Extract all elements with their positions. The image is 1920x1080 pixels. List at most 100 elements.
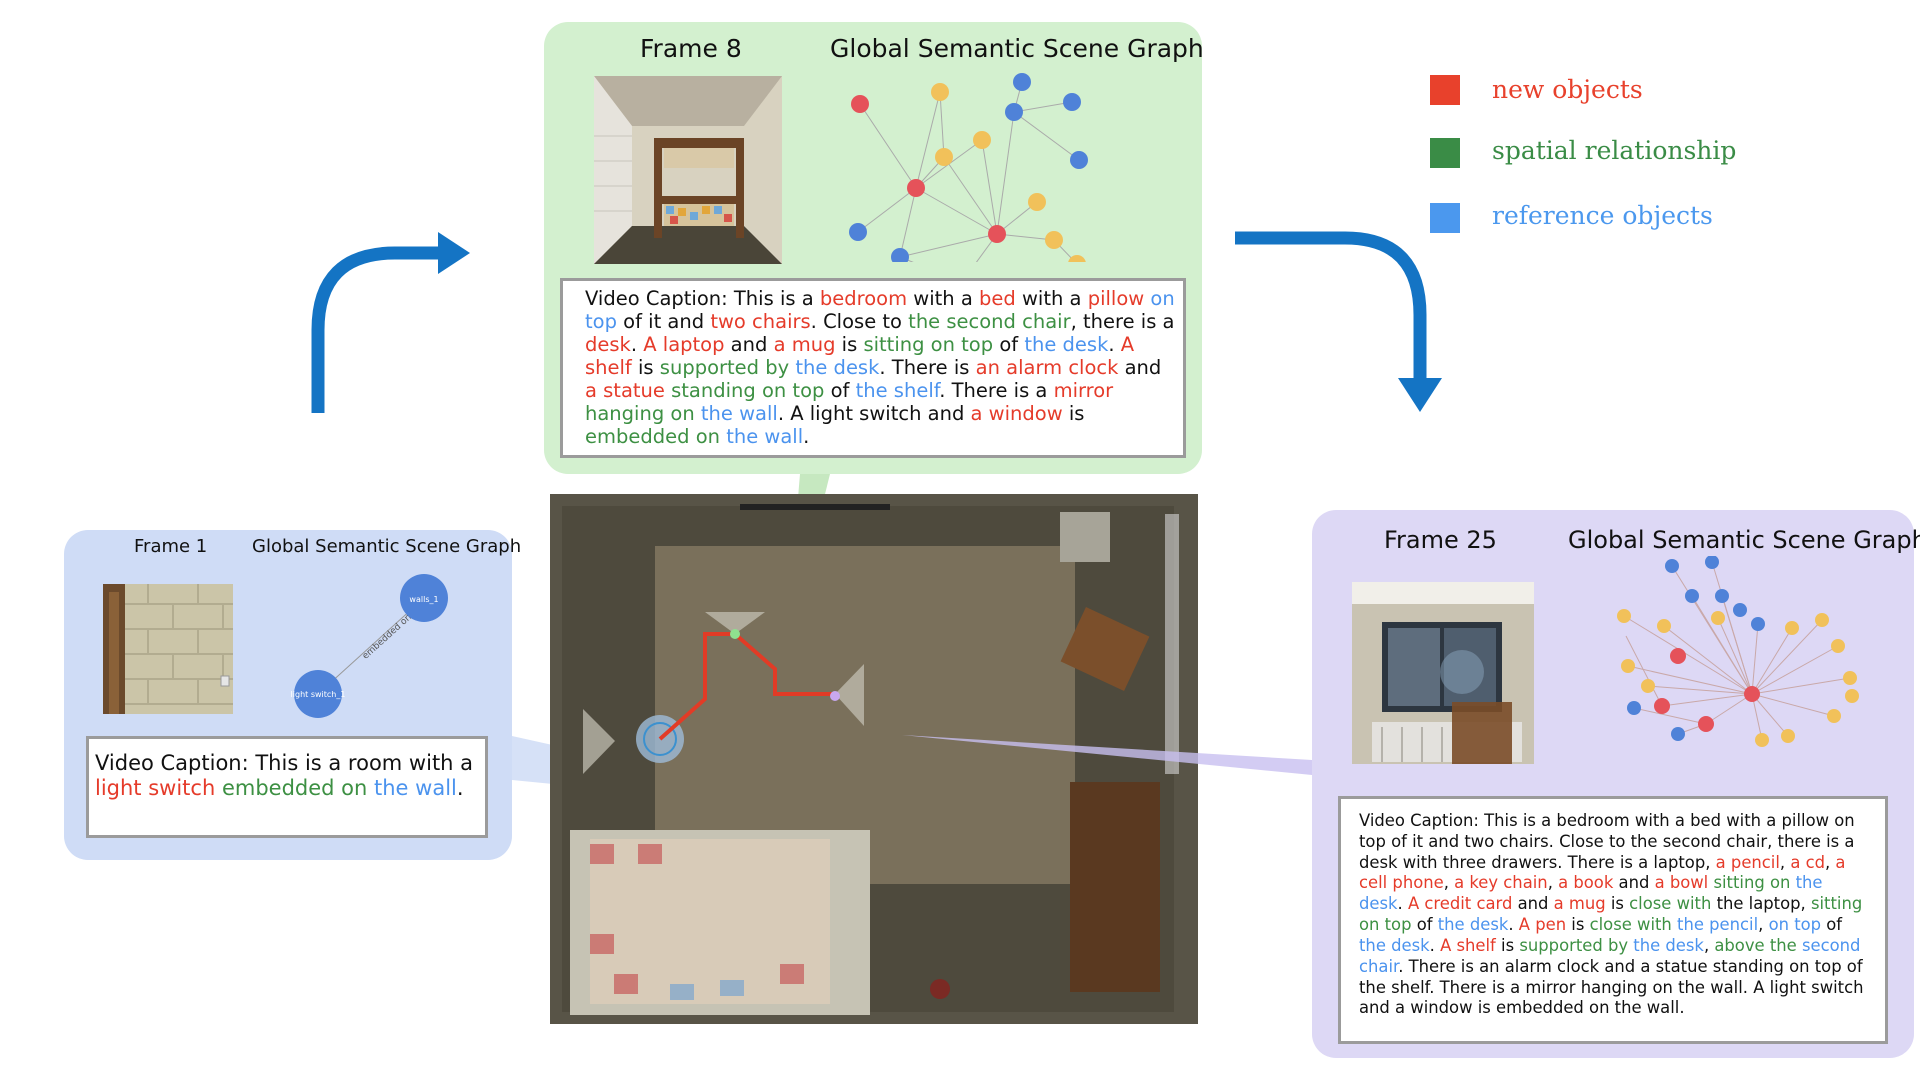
caption-segment: the desk [1359,935,1430,955]
graph-node [1068,255,1086,262]
graph-node-label-walls: walls_1 [409,595,438,604]
caption-segment: . There is an alarm clock and a statue s… [1359,956,1864,1018]
caption-segment: , [1779,852,1791,872]
caption-segment: mirror [1053,379,1114,402]
caption-segment: is [1062,402,1085,425]
caption-reference: the wall [374,775,457,800]
camera-view-cone [705,612,765,634]
legend-label-spatial-relationship: spatial relationship [1492,136,1737,165]
frame8-caption-box: Video Caption: This is a bedroom with a … [560,278,1186,458]
graph-node [1617,609,1631,623]
chair [1060,607,1150,691]
graph-node [973,131,991,149]
caption-segment: , [1547,873,1559,893]
caption-segment: close with [1629,894,1712,914]
caption-segment: A laptop [643,333,725,356]
graph-node [1685,589,1699,603]
graph-node [1733,603,1747,617]
caption-segment: the desk [1359,873,1823,914]
frame25-scene-graph [1617,556,1859,747]
frame25-panel: Frame 25 Global Semantic Scene Graph [1312,510,1920,1058]
caption-segment: of [1821,915,1843,935]
graph-node [1670,648,1686,664]
caption-segment: a mug [1553,894,1606,914]
caption-segment: A shelf [585,333,1135,379]
frame8-panel: Frame 8 Global Semantic Scene Graph [544,22,1204,474]
caption-segment: of [824,379,856,402]
graph-node [1705,556,1719,569]
caption-end: . [456,775,464,800]
caption-segment: on top [1768,915,1822,935]
caption-segment: the pencil [1677,915,1759,935]
caption-segment: sitting on top [863,333,994,356]
caption-relationship: embedded on [221,775,368,800]
caption-segment: a statue [585,379,665,402]
legend-label-new-objects: new objects [1492,75,1643,104]
graph-node [851,95,869,113]
graph-node-light-switch [294,670,342,718]
caption-segment: A credit card [1407,894,1513,914]
caption-text: Video Caption: This is a room with a [95,751,474,775]
caption-segment: a cd [1790,852,1825,872]
frame1-panel: Frame 1 Global Semantic Scene Graph embe… [64,530,521,860]
caption-segment: embedded on [585,425,720,448]
top-down-map [550,494,1198,1024]
graph-node [1698,716,1714,732]
graph-node-label-light-switch: light switch_1 [291,690,346,699]
frame1-graph-title: Global Semantic Scene Graph [252,536,522,557]
caption-segment: sitting on top [1359,894,1863,935]
caption-segment: bed [979,287,1016,310]
graph-node [1005,103,1023,121]
caption-segment: a pencil [1715,852,1780,872]
caption-segment: is [835,333,864,356]
graph-node [1715,589,1729,603]
caption-segment: is [631,356,660,379]
caption-segment: Video Caption: This is a bedroom with a … [1359,811,1855,872]
legend-swatch-new-objects [1430,75,1460,105]
chair [1060,512,1110,562]
desk [1070,782,1160,992]
caption-segment: of [1411,915,1438,935]
caption-segment: Video Caption: This is a [585,287,820,310]
caption-segment: the desk [1024,333,1109,356]
caption-segment: second chair [1359,935,1861,976]
caption-segment: . There is a [939,379,1054,402]
caption-segment: , [1703,935,1715,955]
caption-segment: two chairs [710,310,811,333]
caption-segment: a cell phone [1359,852,1846,893]
frame25-graph-title: Global Semantic Scene Graph [1568,526,1920,554]
graph-node [988,225,1006,243]
legend-label-reference-objects: reference objects [1492,201,1713,230]
caption-segment: . [630,333,644,356]
graph-node [931,83,949,101]
caption-segment: the desk [1437,915,1509,935]
graph-node [907,179,925,197]
caption-segment: . [1508,915,1519,935]
caption-segment: . [1397,894,1408,914]
graph-node [1657,619,1671,633]
caption-segment: the shelf [855,379,940,402]
caption-segment: , there is a [1070,310,1175,333]
caption-segment: a bowl [1654,873,1709,893]
caption-segment: an alarm clock [975,356,1119,379]
graph-node [1845,689,1859,703]
frame8-caption: Video Caption: This is a bedroom with a … [585,287,1175,448]
caption-segment: sitting on [1708,873,1791,893]
caption-segment: , [1443,873,1455,893]
graph-node [1755,733,1769,747]
caption-segment: standing on top [664,379,825,402]
caption-segment: and [1613,873,1655,893]
graph-node [849,223,867,241]
caption-segment: supported by [659,356,790,379]
caption-segment: desk [585,333,631,356]
graph-node [1785,621,1799,635]
caption-segment: and [724,333,774,356]
caption-segment: of [993,333,1025,356]
frame25-caption: Video Caption: This is a bedroom with a … [1359,811,1871,1019]
camera-view-cone [835,664,864,726]
caption-segment: and [1118,356,1162,379]
frame1-caption-box: Video Caption: This is a room with a lig… [86,736,488,838]
caption-segment: and [1512,894,1554,914]
graph-node [1621,659,1635,673]
